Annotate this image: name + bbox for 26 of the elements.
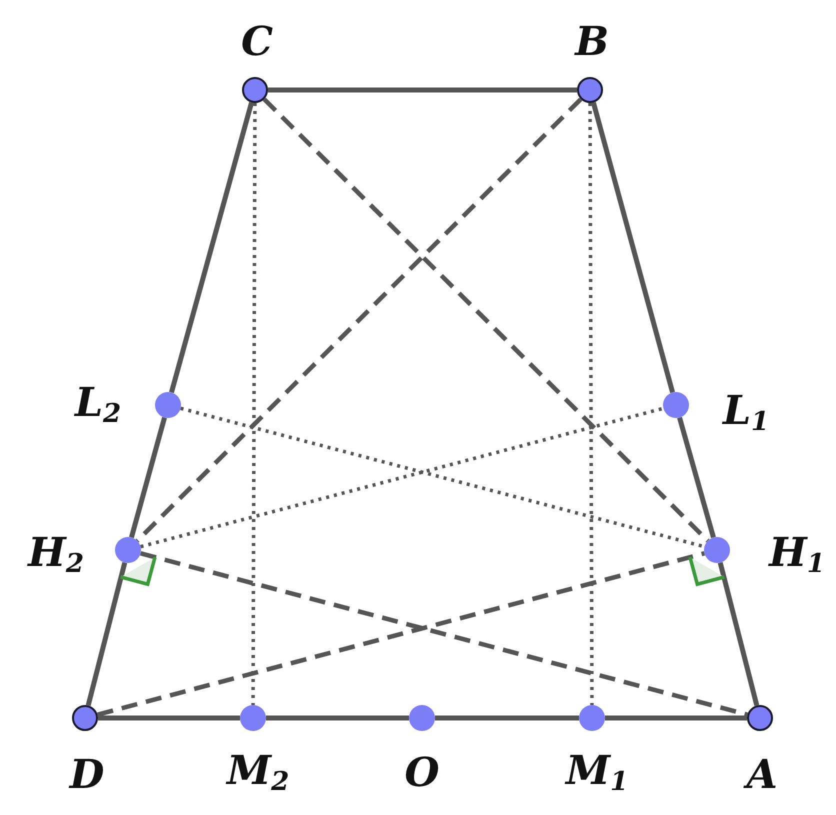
line-segment <box>435 716 579 720</box>
line-segment <box>169 102 254 394</box>
line-segment <box>266 716 409 720</box>
point-label: D <box>70 755 104 795</box>
point-label: M$_{2}$ <box>226 751 290 795</box>
line-segment <box>605 716 747 720</box>
line-segment <box>268 88 577 92</box>
point-label: H$_{2}$ <box>28 533 84 577</box>
dashed-line <box>136 98 582 542</box>
line-segment <box>718 562 760 706</box>
line-segment <box>86 562 128 706</box>
point-label: L$_{2}$ <box>74 383 122 427</box>
dashed-line <box>262 98 710 542</box>
line-segment <box>591 102 675 394</box>
point-label: H$_{1}$ <box>769 533 825 577</box>
point-label: L$_{1}$ <box>722 391 770 435</box>
dotted-line <box>251 103 257 705</box>
line-segment <box>98 716 240 720</box>
line-segment <box>677 416 716 538</box>
point-label: A <box>746 755 778 795</box>
point-label: M$_{1}$ <box>566 751 628 795</box>
point-label: B <box>575 22 609 62</box>
point-label: O <box>404 753 440 793</box>
dotted-line <box>588 103 594 705</box>
line-segment <box>129 416 167 538</box>
point-label: C <box>241 22 273 62</box>
